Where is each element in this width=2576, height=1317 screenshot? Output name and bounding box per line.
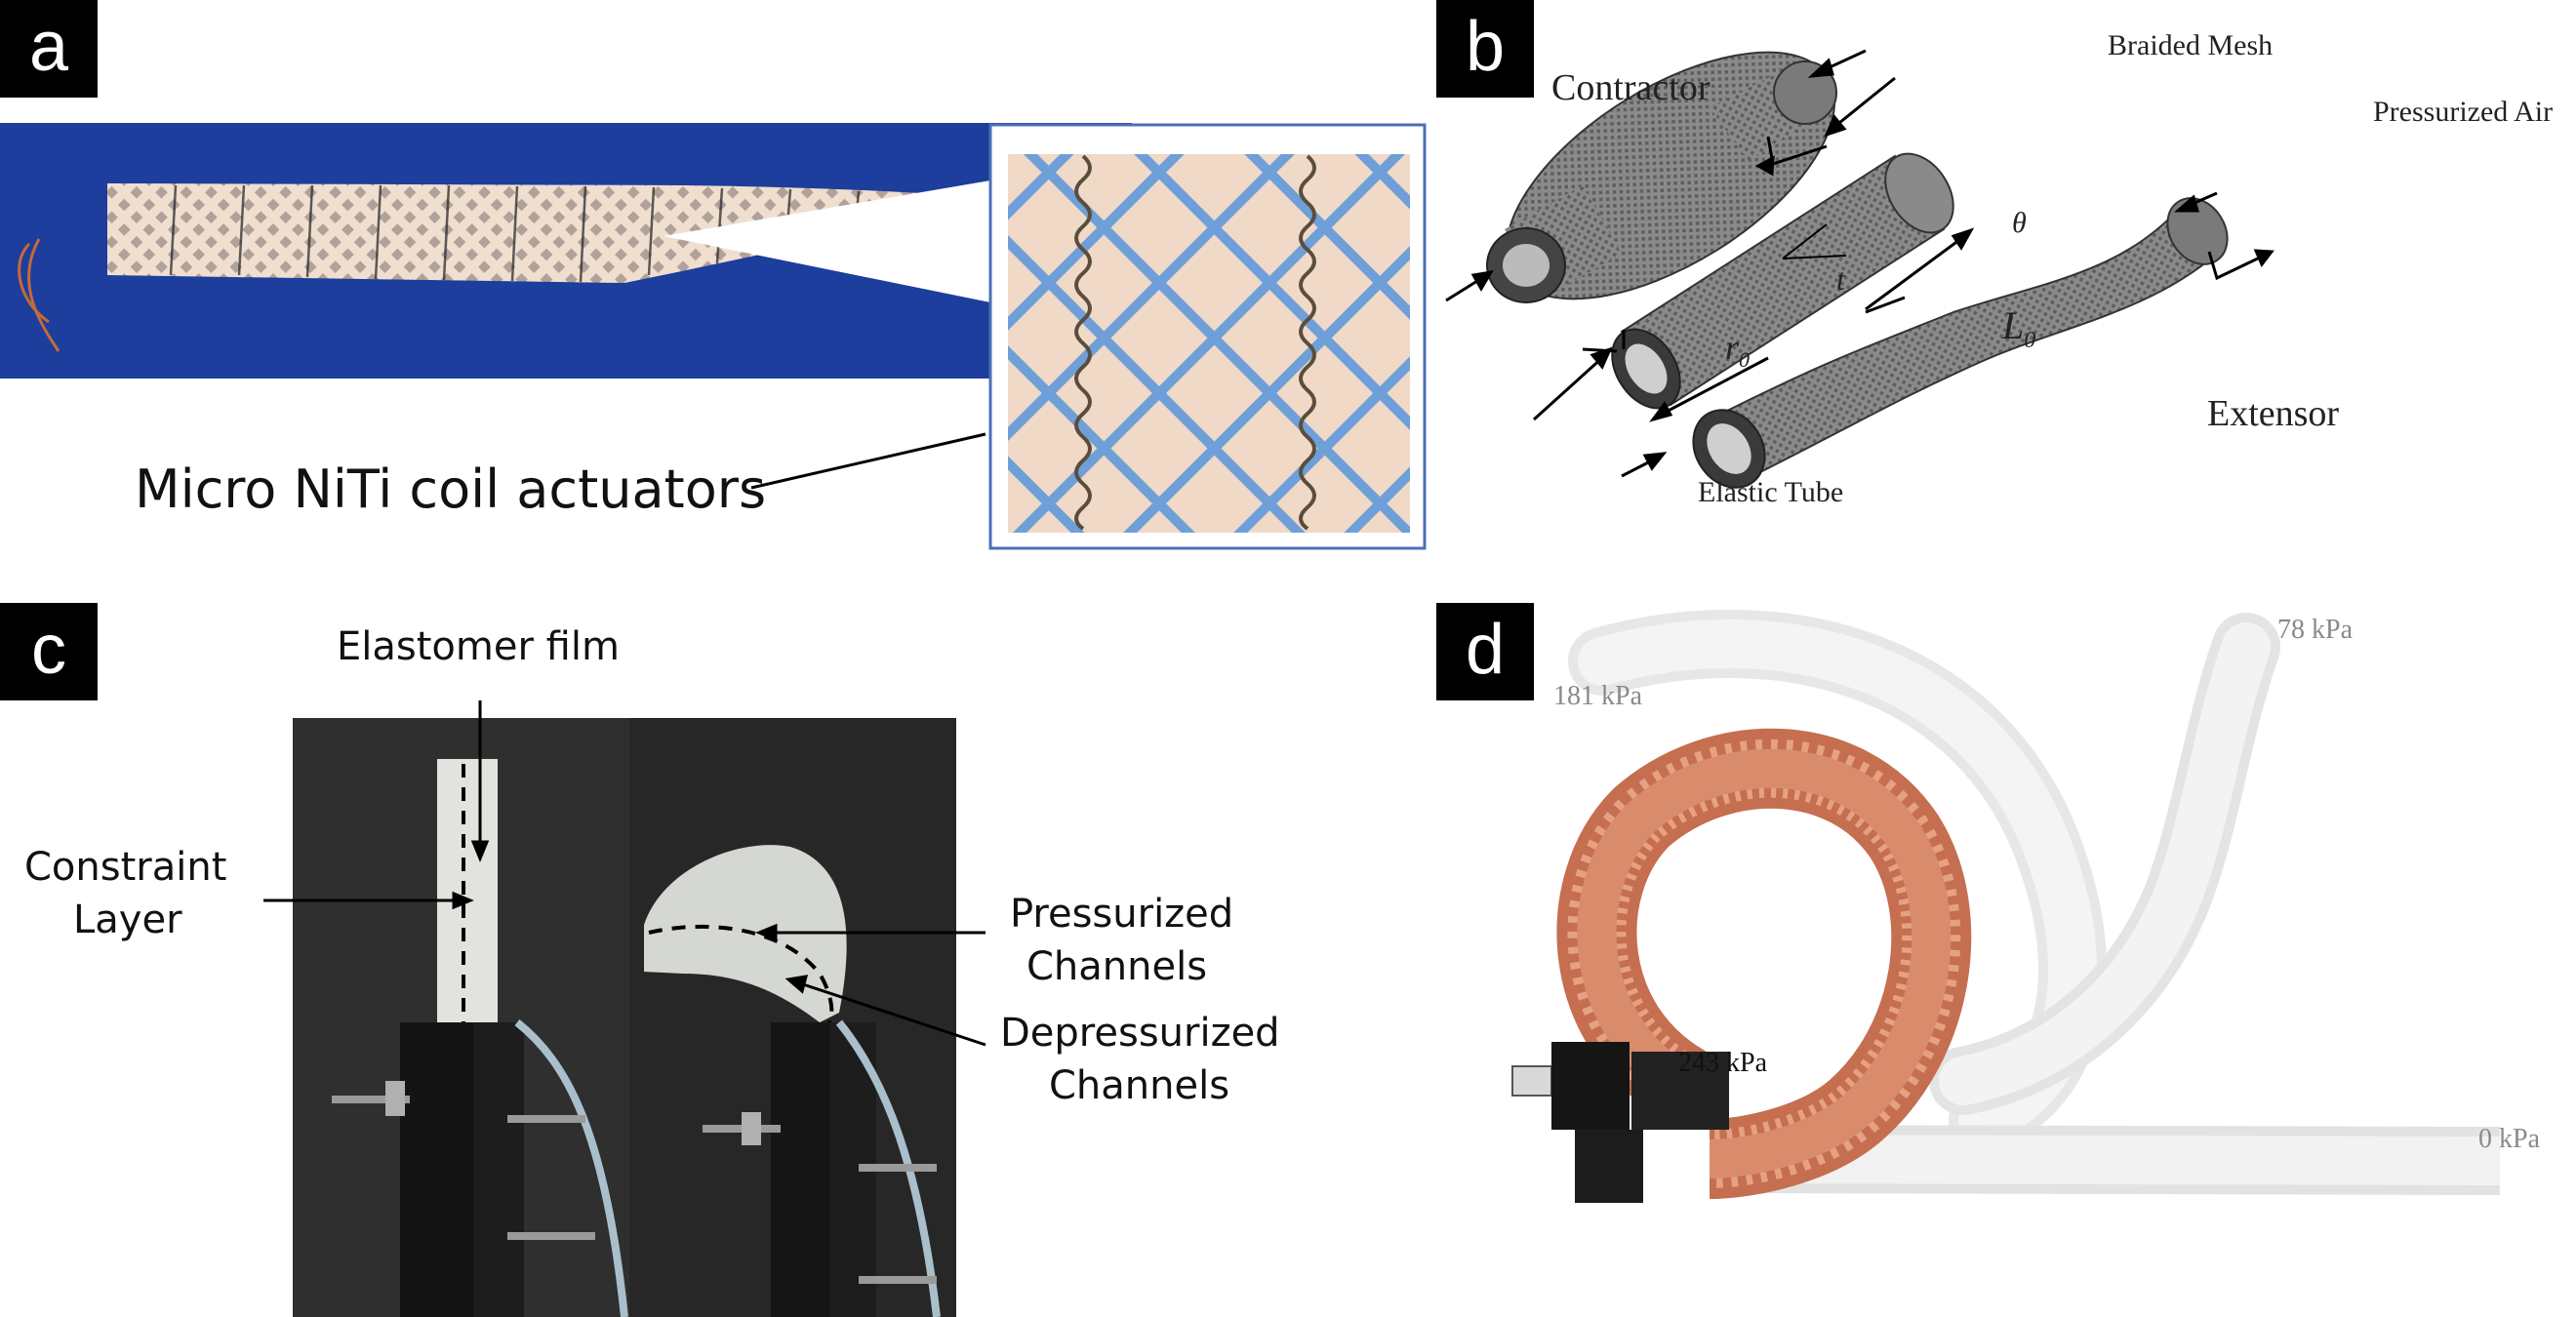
contractor-shape <box>1486 51 1837 303</box>
panel-a-photo <box>0 123 1427 550</box>
pressure-78-label: 78 kPa <box>2277 615 2353 645</box>
extensor-label: Extensor <box>2207 393 2340 434</box>
panel-b: b <box>1436 0 2576 566</box>
panel-a: a <box>0 0 1427 566</box>
panel-d-photo <box>1511 609 2501 1203</box>
pressurized-channels-label-line1: Pressurized <box>1010 892 1234 937</box>
constraint-layer-label-line1: Constraint <box>24 845 227 890</box>
radius-subscript: 0 <box>1739 347 1751 373</box>
length-label: L0 <box>2002 302 2035 354</box>
radius-symbol: r <box>1725 328 1740 367</box>
depressurized-channels-label-line2: Channels <box>1049 1063 1230 1108</box>
wall-thickness-label: t <box>1836 261 1845 297</box>
panel-b-tag: b <box>1436 0 1534 98</box>
panel-c-tag: c <box>0 603 98 700</box>
actuator-diagram <box>1445 49 2274 489</box>
pressure-243-label: 243 kPa <box>1678 1048 1767 1078</box>
pressurized-channels-label-line2: Channels <box>1026 944 1208 989</box>
pressure-181-label: 181 kPa <box>1553 681 1642 711</box>
braided-mesh-label: Braided Mesh <box>2108 29 2274 61</box>
length-subscript: 0 <box>2024 328 2036 353</box>
braided-tube-shape <box>1611 152 1954 410</box>
extensor-shape <box>1692 197 2229 489</box>
contractor-label: Contractor <box>1551 67 1711 108</box>
constraint-layer-label-line2: Layer <box>73 898 182 942</box>
radius-label: r0 <box>1725 327 1750 373</box>
panel-a-tag: a <box>0 0 98 98</box>
depressurized-channels-label-line1: Depressurized <box>1000 1011 1280 1056</box>
panel-d: d 181 kPa 78 kPa 243 kPa 0 kPa <box>1436 603 2576 1317</box>
elastic-tube-label: Elastic Tube <box>1698 476 1844 508</box>
panel-c-photos <box>263 700 986 1317</box>
niti-coil-label: Micro NiTi coil actuators <box>135 459 767 520</box>
pressure-0-label: 0 kPa <box>2478 1124 2540 1154</box>
elastomer-film-label: Elastomer film <box>337 624 620 669</box>
panel-d-tag: d <box>1436 603 1534 700</box>
length-symbol: L <box>2002 303 2025 347</box>
pressurized-air-label: Pressurized Air <box>2373 96 2554 128</box>
panel-c: c Elastomer film Constraint Layer <box>0 603 1405 1317</box>
theta-label: θ <box>2012 207 2027 239</box>
